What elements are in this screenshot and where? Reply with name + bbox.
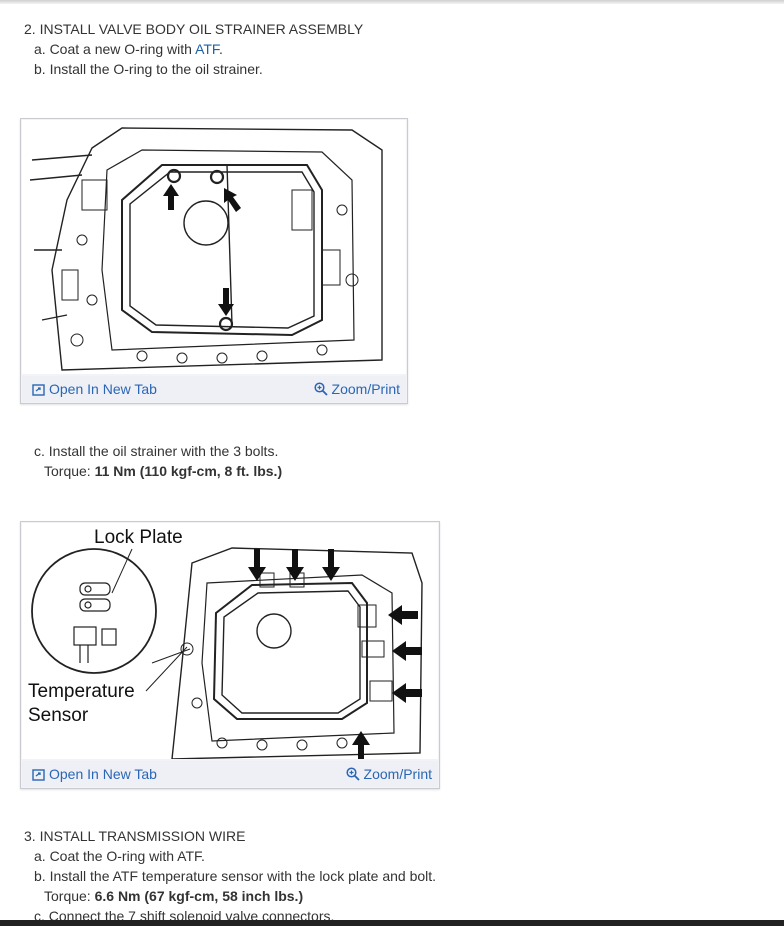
figure-temperature-sensor: Lock Plate Temperature Sensor <box>20 521 440 789</box>
step-3b: b. Install the ATF temperature sensor wi… <box>34 868 437 884</box>
lock-plate-label: Lock Plate <box>94 527 183 548</box>
bottom-edge <box>0 920 784 926</box>
step-3-title: 3. INSTALL TRANSMISSION WIRE <box>24 828 246 844</box>
oil-strainer-diagram <box>22 120 406 374</box>
figure-2-toolbar: Open In New Tab Zoom/Print <box>22 761 438 787</box>
zoom-magnifier-icon <box>345 767 360 781</box>
open-in-new-tab-icon <box>32 769 45 781</box>
figure-1-toolbar: Open In New Tab Zoom/Print <box>22 376 406 402</box>
temperature-sensor-diagram: Lock Plate Temperature Sensor <box>22 523 438 759</box>
torque-value: 11 Nm (110 kgf-cm, 8 ft. lbs.) <box>94 463 283 479</box>
open-in-new-tab-link[interactable]: Open In New Tab <box>32 381 157 397</box>
step-3a: a. Coat the O-ring with ATF. <box>34 848 205 864</box>
sensor-label: Sensor <box>28 705 89 726</box>
step-2c: c. Install the oil strainer with the 3 b… <box>34 443 279 459</box>
torque-value: 6.6 Nm (67 kgf-cm, 58 inch lbs.) <box>94 888 304 904</box>
torque-label: Torque: <box>44 463 95 479</box>
zoom-print-link[interactable]: Zoom/Print <box>313 381 400 397</box>
top-edge <box>0 0 784 4</box>
open-in-new-tab-link[interactable]: Open In New Tab <box>32 766 157 782</box>
step-2-title: 2. INSTALL VALVE BODY OIL STRAINER ASSEM… <box>24 21 364 37</box>
step-2-torque: Torque: 11 Nm (110 kgf-cm, 8 ft. lbs.) <box>44 462 282 480</box>
step-2a: a. Coat a new O-ring with ATF. <box>34 40 223 58</box>
open-in-new-tab-icon <box>32 384 45 396</box>
torque-label: Torque: <box>44 888 95 904</box>
zoom-print-link[interactable]: Zoom/Print <box>345 766 432 782</box>
zoom-print-label: Zoom/Print <box>331 381 400 397</box>
step-2a-text: a. Coat a new O-ring with <box>34 41 196 57</box>
figure-oil-strainer: Open In New Tab Zoom/Print <box>20 118 408 404</box>
temperature-label: Temperature <box>28 681 135 702</box>
step-3-torque: Torque: 6.6 Nm (67 kgf-cm, 58 inch lbs.) <box>44 887 303 905</box>
atf-link[interactable]: ATF <box>195 41 219 57</box>
step-2b: b. Install the O-ring to the oil straine… <box>34 61 263 77</box>
zoom-magnifier-icon <box>313 382 328 396</box>
open-in-new-tab-label: Open In New Tab <box>49 766 157 782</box>
step-2a-suffix: . <box>218 41 223 57</box>
open-in-new-tab-label: Open In New Tab <box>49 381 157 397</box>
zoom-print-label: Zoom/Print <box>363 766 432 782</box>
